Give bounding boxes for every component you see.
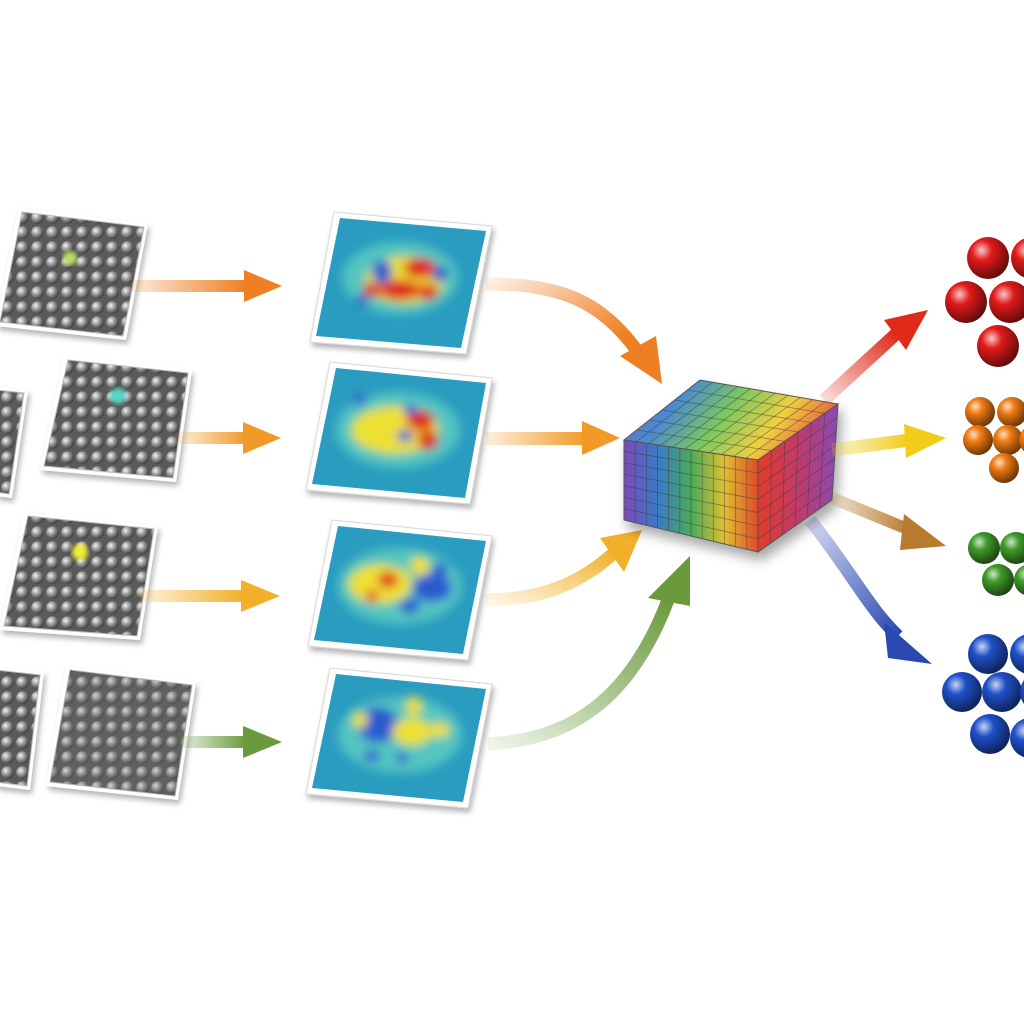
heatmap-row3 <box>307 519 493 661</box>
highlight-spot <box>63 251 77 265</box>
feature-cube <box>622 379 840 553</box>
cluster-sphere <box>982 672 1022 712</box>
heatmap-row2 <box>305 361 493 505</box>
cluster-sphere <box>1011 238 1024 278</box>
cluster-sphere <box>982 564 1014 596</box>
cluster-sphere <box>967 237 1009 279</box>
merge-arrows <box>485 277 690 751</box>
cluster-sphere <box>997 397 1024 427</box>
cluster-sphere <box>1014 565 1024 595</box>
arrow-row4 <box>180 726 282 758</box>
cluster-sphere <box>963 425 993 455</box>
cluster-sphere <box>989 453 1019 483</box>
input-panels <box>0 208 196 800</box>
curve-arrow-row4 <box>487 556 690 751</box>
cluster-sphere <box>1010 634 1024 674</box>
cluster-sphere <box>993 425 1023 455</box>
red-cluster <box>945 237 1024 367</box>
cluster-sphere <box>1000 532 1024 564</box>
heatmap-row1 <box>309 211 493 355</box>
output-arrow-yellow <box>831 424 946 458</box>
input-panel-row1 <box>0 208 148 340</box>
cluster-sphere <box>1020 680 1024 704</box>
highlight-spot <box>110 388 126 404</box>
input-panel-row2-back <box>0 386 28 498</box>
cluster-sphere <box>1010 718 1024 758</box>
output-arrow-brown <box>829 492 946 550</box>
output-arrow-red <box>819 310 928 405</box>
cluster-sphere <box>945 281 987 323</box>
heatmap-panels <box>305 211 493 809</box>
input-panel-row3 <box>0 512 158 640</box>
highlight-spot <box>72 544 88 560</box>
heatmap-row4 <box>305 667 493 809</box>
output-arrows <box>804 310 946 664</box>
cluster-sphere <box>970 714 1010 754</box>
output-clusters <box>942 237 1024 758</box>
blue-cluster <box>942 634 1024 758</box>
cluster-sphere <box>989 281 1024 323</box>
cluster-sphere <box>965 397 995 427</box>
arrow-row2-to-cube <box>486 421 620 455</box>
arrow-row3 <box>140 580 280 612</box>
curve-arrow-row1 <box>485 277 662 384</box>
arrow-row2 <box>178 422 281 454</box>
input-panel-row2 <box>40 356 192 482</box>
row-arrows <box>132 270 282 758</box>
cluster-sphere <box>968 532 1000 564</box>
input-panel-row4-back <box>0 666 44 790</box>
output-arrow-blue <box>804 515 932 664</box>
green-cluster <box>968 532 1024 596</box>
cluster-sphere <box>977 325 1019 367</box>
cluster-sphere <box>1019 428 1024 452</box>
curve-arrow-row3 <box>485 530 642 607</box>
arrow-row1 <box>132 270 282 302</box>
orange-cluster <box>963 397 1024 483</box>
input-panel-row4 <box>46 666 196 800</box>
cluster-sphere <box>968 634 1008 674</box>
cluster-sphere <box>942 672 982 712</box>
